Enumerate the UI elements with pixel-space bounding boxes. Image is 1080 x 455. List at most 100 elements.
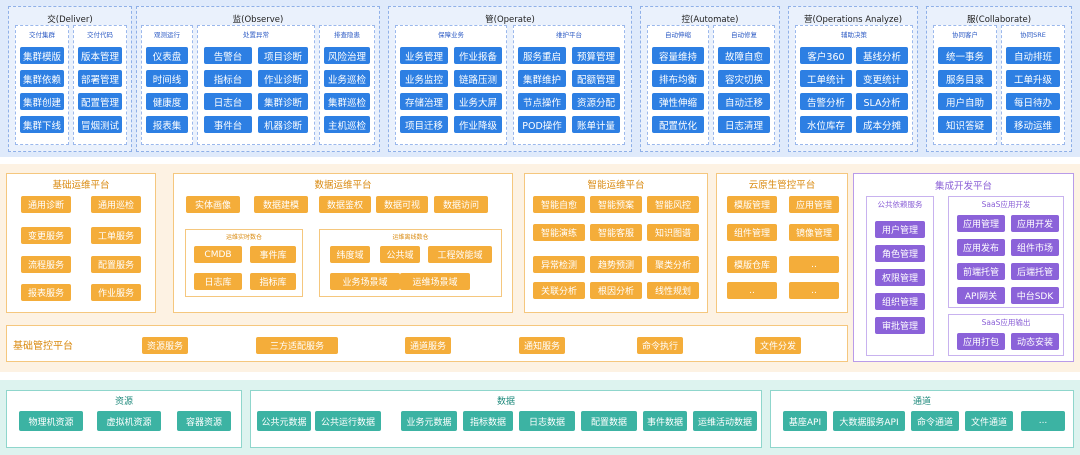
block-item[interactable]: 虚拟机资源 — [97, 411, 161, 431]
block-item[interactable]: 集群巡检 — [324, 93, 370, 110]
block-item[interactable]: 智能预案 — [590, 196, 642, 213]
block-item[interactable]: 集群依赖 — [20, 70, 64, 87]
block-item[interactable]: 后端托管 — [1011, 263, 1059, 280]
block-item[interactable]: 集群创建 — [20, 93, 64, 110]
block-item[interactable]: 事件库 — [250, 246, 296, 263]
block-item[interactable]: 关联分析 — [533, 282, 585, 299]
block-item[interactable]: 动态安装 — [1011, 333, 1059, 350]
block-item[interactable]: 运维活动数据 — [693, 411, 757, 431]
block-item[interactable]: 异常检测 — [533, 256, 585, 273]
block-item[interactable]: 成本分摊 — [856, 116, 908, 133]
block-item[interactable]: 业务场景域 — [330, 273, 400, 290]
block-item[interactable]: 命令执行 — [637, 337, 683, 354]
block-item[interactable]: 集群下线 — [20, 116, 64, 133]
block-item[interactable]: 大数据服务API — [833, 411, 905, 431]
block-item[interactable]: 通道服务 — [405, 337, 451, 354]
block-item[interactable]: 组件管理 — [727, 224, 777, 241]
block-item[interactable]: ... — [1021, 411, 1065, 431]
block-item[interactable]: 线性规划 — [647, 282, 699, 299]
block-item[interactable]: 通用诊断 — [21, 196, 71, 213]
block-item[interactable]: 故障自愈 — [718, 47, 770, 64]
block-item[interactable]: 配置管理 — [78, 93, 122, 110]
block-item[interactable]: 用户自助 — [938, 93, 992, 110]
block-item[interactable]: 主机巡检 — [324, 116, 370, 133]
block-item[interactable]: 健康度 — [146, 93, 188, 110]
block-item[interactable]: 日志库 — [194, 273, 242, 290]
block-item[interactable]: 模版仓库 — [727, 256, 777, 273]
block-item[interactable]: 通知服务 — [519, 337, 565, 354]
block-item[interactable]: 智能风控 — [647, 196, 699, 213]
block-item[interactable]: 工单统计 — [800, 70, 852, 87]
block-item[interactable]: 基座API — [783, 411, 827, 431]
block-item[interactable]: .. — [789, 282, 839, 299]
block-item[interactable]: 应用发布 — [957, 239, 1005, 256]
block-item[interactable]: 知识图谱 — [647, 224, 699, 241]
block-item[interactable]: 趋势预测 — [590, 256, 642, 273]
block-item[interactable]: API网关 — [957, 287, 1005, 304]
block-item[interactable]: SLA分析 — [856, 93, 908, 110]
block-item[interactable]: CMDB — [194, 246, 242, 263]
block-item[interactable]: 业务大屏 — [454, 93, 502, 110]
block-item[interactable]: 时间线 — [146, 70, 188, 87]
block-item[interactable]: 运维场景域 — [400, 273, 470, 290]
block-item[interactable]: 日志数据 — [519, 411, 575, 431]
block-item[interactable]: 容灾切换 — [718, 70, 770, 87]
block-item[interactable]: 存储治理 — [400, 93, 448, 110]
block-item[interactable]: 自动排班 — [1006, 47, 1060, 64]
block-item[interactable]: POD操作 — [518, 116, 566, 133]
block-item[interactable]: 实体画像 — [186, 196, 240, 213]
block-item[interactable]: 指标台 — [204, 70, 252, 87]
block-item[interactable]: 每日待办 — [1006, 93, 1060, 110]
block-item[interactable]: 事件台 — [204, 116, 252, 133]
block-item[interactable]: 工单服务 — [91, 227, 141, 244]
block-item[interactable]: 配置数据 — [581, 411, 637, 431]
block-item[interactable]: 应用打包 — [957, 333, 1005, 350]
block-item[interactable]: 工程效能域 — [428, 246, 492, 263]
block-item[interactable]: 公共元数据 — [257, 411, 311, 431]
block-item[interactable]: 报表服务 — [21, 284, 71, 301]
block-item[interactable]: 审批管理 — [875, 317, 925, 334]
block-item[interactable]: 业务监控 — [400, 70, 448, 87]
block-item[interactable]: 服务重启 — [518, 47, 566, 64]
block-item[interactable]: 应用管理 — [957, 215, 1005, 232]
block-item[interactable]: 工单升级 — [1006, 70, 1060, 87]
block-item[interactable]: 纬度域 — [330, 246, 370, 263]
block-item[interactable]: 集群维护 — [518, 70, 566, 87]
block-item[interactable]: 容量维持 — [652, 47, 704, 64]
block-item[interactable]: 配置服务 — [91, 256, 141, 273]
block-item[interactable]: 日志清理 — [718, 116, 770, 133]
block-item[interactable]: 文件通道 — [965, 411, 1013, 431]
block-item[interactable]: 作业报备 — [454, 47, 502, 64]
block-item[interactable]: 资源服务 — [142, 337, 188, 354]
block-item[interactable]: 组件市场 — [1011, 239, 1059, 256]
block-item[interactable]: 镜像管理 — [789, 224, 839, 241]
block-item[interactable]: 作业诊断 — [258, 70, 308, 87]
block-item[interactable]: 角色管理 — [875, 245, 925, 262]
block-item[interactable]: 中台SDK — [1011, 287, 1059, 304]
block-item[interactable]: .. — [789, 256, 839, 273]
block-item[interactable]: 变更服务 — [21, 227, 71, 244]
block-item[interactable]: 公共域 — [380, 246, 420, 263]
block-item[interactable]: 前端托管 — [957, 263, 1005, 280]
block-item[interactable]: .. — [727, 282, 777, 299]
block-item[interactable]: 三方适配服务 — [256, 337, 338, 354]
block-item[interactable]: 根因分析 — [590, 282, 642, 299]
block-item[interactable]: 知识答疑 — [938, 116, 992, 133]
block-item[interactable]: 告警分析 — [800, 93, 852, 110]
block-item[interactable]: 排布均衡 — [652, 70, 704, 87]
block-item[interactable]: 账单计量 — [572, 116, 620, 133]
block-item[interactable]: 弹性伸缩 — [652, 93, 704, 110]
block-item[interactable]: 统一事务 — [938, 47, 992, 64]
block-item[interactable]: 机器诊断 — [258, 116, 308, 133]
block-item[interactable]: 仪表盘 — [146, 47, 188, 64]
block-item[interactable]: 客户360 — [800, 47, 852, 64]
block-item[interactable]: 链路压测 — [454, 70, 502, 87]
block-item[interactable]: 指标库 — [250, 273, 296, 290]
block-item[interactable]: 业务巡检 — [324, 70, 370, 87]
block-item[interactable]: 业务管理 — [400, 47, 448, 64]
block-item[interactable]: 数据鉴权 — [319, 196, 371, 213]
block-item[interactable]: 权限管理 — [875, 269, 925, 286]
block-item[interactable]: 集群诊断 — [258, 93, 308, 110]
block-item[interactable]: 配置优化 — [652, 116, 704, 133]
block-item[interactable]: 作业降级 — [454, 116, 502, 133]
